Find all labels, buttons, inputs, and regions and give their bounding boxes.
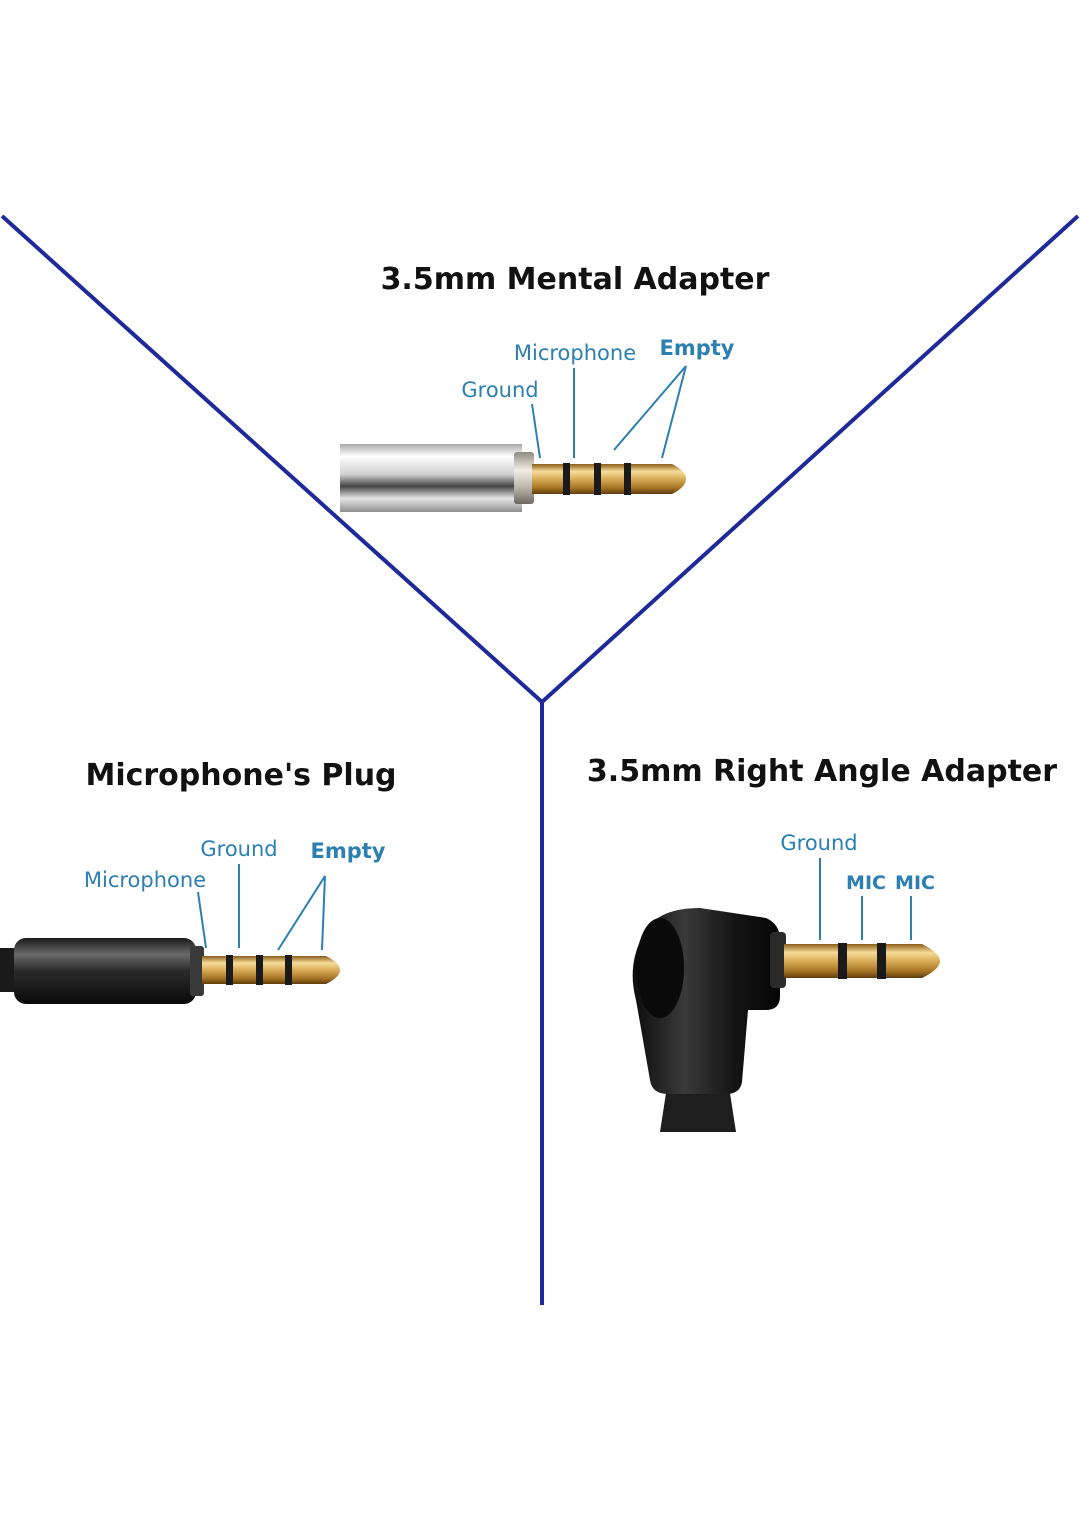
ring-3 [285, 955, 292, 985]
divider-left-diagonal [0, 214, 544, 704]
panel-right-angle-adapter: 3.5mm Right Angle Adapter Ground MIC MIC [587, 754, 1057, 1132]
divider-right-diagonal [540, 214, 1080, 704]
divider-lines [0, 214, 1080, 1305]
ring-1 [563, 463, 570, 495]
label-microphone: Microphone [84, 868, 206, 892]
label-ground: Ground [200, 837, 277, 861]
ring-1 [838, 943, 847, 979]
housing-face [636, 918, 684, 1018]
label-mic-2: MIC [895, 872, 935, 894]
panel-microphone-plug: Microphone's Plug Ground Empty Microphon… [0, 758, 397, 1004]
ring-2 [594, 463, 601, 495]
title-right-angle-adapter: 3.5mm Right Angle Adapter [587, 754, 1057, 789]
label-empty: Empty [311, 839, 386, 863]
title-microphone-plug: Microphone's Plug [85, 758, 396, 793]
silver-barrel [340, 444, 522, 512]
pointer-lines [197, 864, 326, 951]
title-mental-adapter: 3.5mm Mental Adapter [381, 262, 770, 297]
panel-mental-adapter: 3.5mm Mental Adapter Microphone Empty Gr… [340, 262, 770, 512]
label-ground: Ground [780, 831, 857, 855]
black-plug [0, 938, 340, 1004]
pointer-lines [819, 858, 912, 940]
gold-tip [658, 464, 686, 494]
label-empty: Empty [660, 336, 735, 360]
ring-2 [256, 955, 263, 985]
gold-shaft [784, 944, 918, 978]
black-barrel [14, 938, 196, 1004]
plug-collar [190, 946, 204, 996]
label-mic-1: MIC [846, 872, 886, 894]
ring-1 [226, 955, 233, 985]
ring-2 [877, 943, 886, 979]
pointer-lines [531, 365, 687, 459]
label-ground: Ground [461, 378, 538, 402]
right-angle-plug [632, 908, 940, 1132]
label-microphone: Microphone [514, 341, 636, 365]
plug-collar [770, 932, 786, 988]
gold-tip [916, 944, 940, 978]
gold-tip [320, 956, 340, 984]
silver-plug [340, 444, 686, 512]
plug-collar [514, 452, 534, 504]
ring-3 [624, 463, 631, 495]
